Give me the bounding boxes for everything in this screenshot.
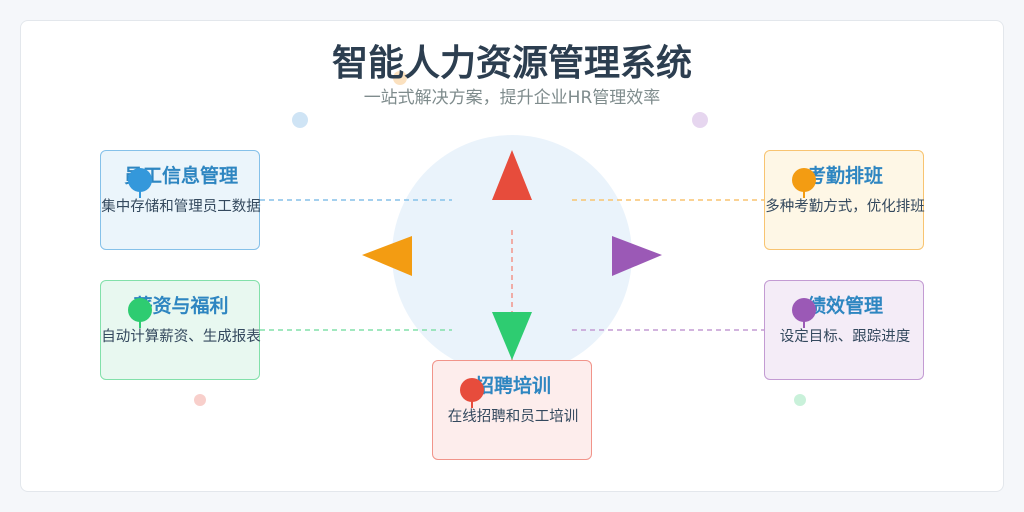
- module-desc: 集中存储和管理员工数据: [101, 199, 261, 215]
- arrow-down-icon: [492, 312, 532, 360]
- module-desc: 设定目标、跟踪进度: [779, 329, 911, 345]
- decor-dot: [393, 71, 407, 85]
- module-performance[interactable]: 绩效管理 设定目标、跟踪进度: [764, 280, 924, 380]
- module-desc: 多种考勤方式，优化排班: [765, 199, 925, 215]
- arrow-right-icon: [612, 236, 662, 276]
- module-title: 招聘培训: [474, 375, 551, 397]
- decor-dot: [692, 112, 708, 128]
- module-title: 绩效管理: [806, 295, 883, 317]
- decor-dot: [794, 394, 806, 406]
- module-title: 薪资与福利: [133, 295, 229, 317]
- decor-dot: [194, 394, 206, 406]
- module-employee-info[interactable]: 员工信息管理 集中存储和管理员工数据: [100, 150, 261, 250]
- module-payroll[interactable]: 薪资与福利 自动计算薪资、生成报表: [100, 280, 261, 380]
- module-title: 考勤排班: [806, 165, 883, 187]
- module-title: 员工信息管理: [123, 165, 238, 187]
- module-desc: 自动计算薪资、生成报表: [101, 329, 261, 345]
- arrow-left-icon: [362, 236, 412, 276]
- module-recruitment[interactable]: 招聘培训 在线招聘和员工培训: [432, 360, 592, 460]
- page-title: 智能人力资源管理系统: [331, 43, 692, 84]
- center-hub: [392, 135, 632, 375]
- arrow-up-icon: [492, 150, 532, 200]
- decor-dot: [292, 112, 308, 128]
- module-attendance[interactable]: 考勤排班 多种考勤方式，优化排班: [764, 150, 925, 250]
- module-desc: 在线招聘和员工培训: [447, 409, 579, 425]
- page-subtitle: 一站式解决方案，提升企业HR管理效率: [363, 88, 661, 108]
